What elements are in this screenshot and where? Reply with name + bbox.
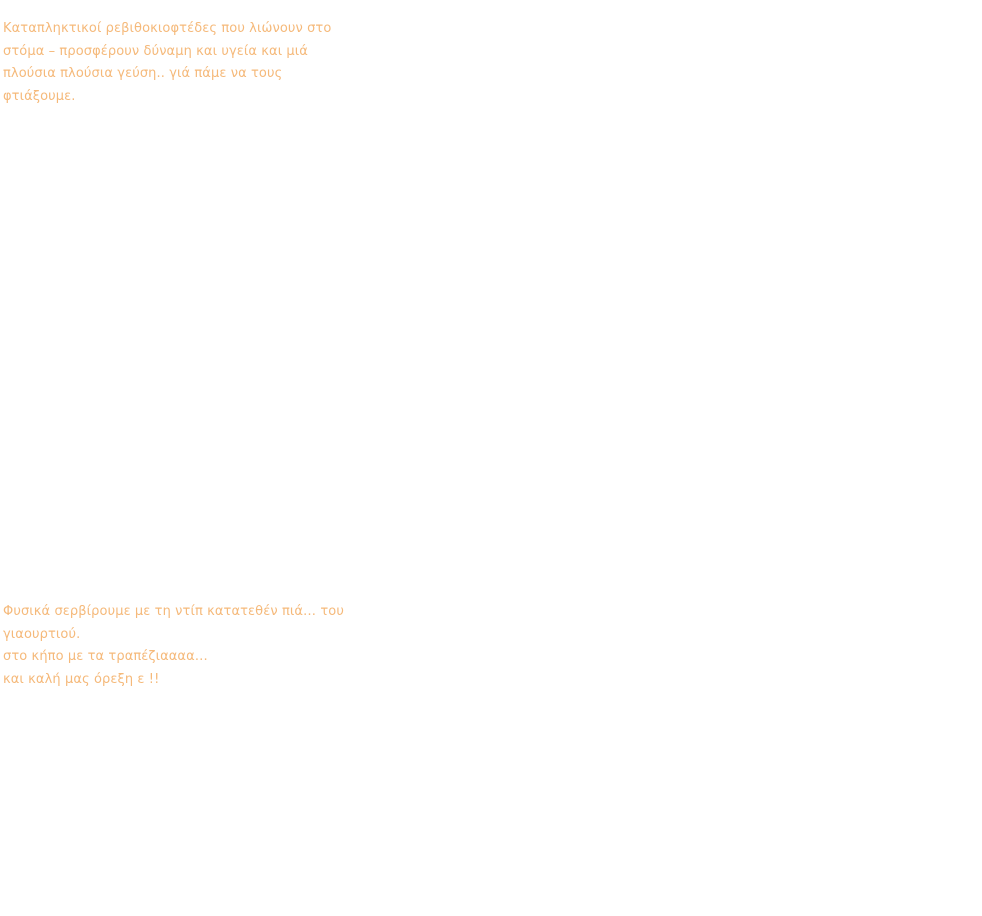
intro-paragraph: Καταπληκτικοί ρεβιθοκιοφτέδες που λιώνου… bbox=[3, 18, 332, 108]
intro-line-3: πλούσια πλούσια γεύση.. γιά πάμε να τους bbox=[3, 66, 283, 81]
outro-line-3: στο κήπο με τα τραπέζιαααα… bbox=[3, 649, 208, 664]
intro-line-4: φτιάξουμε. bbox=[3, 88, 76, 104]
outro-line-1: Φυσικά σερβίρουμε με τη ντίπ κατατεθέν π… bbox=[3, 604, 344, 619]
outro-paragraph: Φυσικά σερβίρουμε με τη ντίπ κατατεθέν π… bbox=[3, 601, 344, 691]
outro-line-2: γιαουρτιού. bbox=[3, 626, 81, 642]
outro-line-4: και καλή μας όρεξη ε !! bbox=[3, 671, 160, 687]
intro-line-1: Καταπληκτικοί ρεβιθοκιοφτέδες που λιώνου… bbox=[3, 21, 332, 36]
intro-line-2: στόμα – προσφέρουν δύναμη και υγεία και … bbox=[3, 43, 308, 59]
